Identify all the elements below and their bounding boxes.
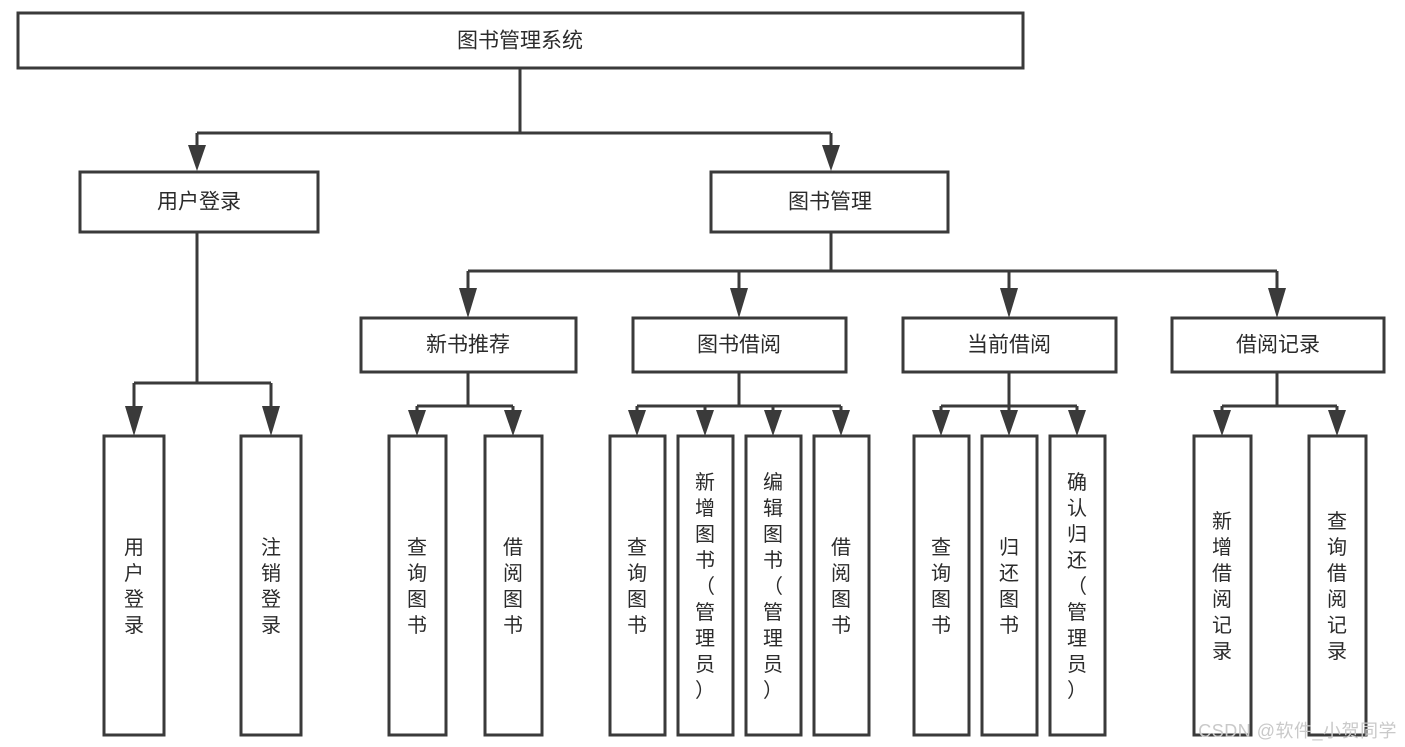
node-user-login-box[interactable] <box>78 170 320 234</box>
arrow-to-leaf-user-login <box>125 406 143 436</box>
node-leaf-query-book-2[interactable]: 查询图书 <box>608 434 667 737</box>
node-leaf-query-book-3[interactable]: 查询图书 <box>912 434 971 737</box>
node-leaf-query-book-2-box[interactable] <box>608 434 667 737</box>
arrow-to-book-manage <box>822 145 840 171</box>
node-leaf-borrow-book-1[interactable]: 借阅图书 <box>483 434 544 737</box>
node-root[interactable]: 图书管理系统 <box>16 11 1025 70</box>
node-book-borrow[interactable]: 图书借阅 <box>631 316 848 374</box>
node-leaf-confirm-return-label: 确认归还（管理员） <box>1067 471 1087 702</box>
node-leaf-edit-book-label: 编辑图书（管理员） <box>763 471 783 702</box>
node-leaf-add-record[interactable]: 新增借阅记录 <box>1192 434 1253 737</box>
node-leaf-query-record-label: 查询借阅记录 <box>1327 510 1347 663</box>
node-book-borrow-label: 图书借阅 <box>697 334 781 357</box>
node-leaf-borrow-book-1-box[interactable] <box>483 434 544 737</box>
arrow-to-leaf-query-book-3 <box>932 410 950 436</box>
node-book-borrow-box[interactable] <box>631 316 848 374</box>
node-user-login[interactable]: 用户登录 <box>78 170 320 234</box>
node-leaf-user-logout[interactable]: 注销登录 <box>239 434 303 737</box>
node-leaf-return-book-label: 归还图书 <box>999 536 1019 637</box>
node-book-manage-box[interactable] <box>709 170 950 234</box>
node-leaf-add-record-box[interactable] <box>1192 434 1253 737</box>
node-leaf-confirm-return-box[interactable] <box>1048 434 1107 737</box>
node-current-borrow-box[interactable] <box>901 316 1118 374</box>
node-book-manage[interactable]: 图书管理 <box>709 170 950 234</box>
arrow-to-leaf-edit-book <box>764 410 782 436</box>
node-leaf-user-logout-label: 注销登录 <box>261 536 281 637</box>
node-leaf-query-book-3-label: 查询图书 <box>931 536 951 637</box>
node-new-book-recommend[interactable]: 新书推荐 <box>359 316 578 374</box>
node-leaf-borrow-book-2-box[interactable] <box>812 434 871 737</box>
arrow-to-leaf-add-book <box>696 410 714 436</box>
node-leaf-edit-book-box[interactable] <box>744 434 803 737</box>
node-book-manage-label: 图书管理 <box>788 191 872 214</box>
node-leaf-add-book-box[interactable] <box>676 434 735 737</box>
node-leaf-add-book-label: 新增图书（管理员） <box>695 471 715 702</box>
node-leaf-query-record[interactable]: 查询借阅记录 <box>1307 434 1368 737</box>
node-leaf-user-login[interactable]: 用户登录 <box>102 434 166 737</box>
connector-layer <box>125 68 1346 436</box>
node-leaf-query-book-1-box[interactable] <box>387 434 448 737</box>
node-borrow-record-label: 借阅记录 <box>1236 334 1320 357</box>
arrow-to-leaf-return-book <box>1000 410 1018 436</box>
node-leaf-user-logout-box[interactable] <box>239 434 303 737</box>
node-leaf-borrow-book-2[interactable]: 借阅图书 <box>812 434 871 737</box>
arrow-to-leaf-confirm-return <box>1068 410 1086 436</box>
node-current-borrow-label: 当前借阅 <box>967 334 1051 357</box>
node-leaf-add-book[interactable]: 新增图书（管理员） <box>676 434 735 737</box>
arrow-to-leaf-query-book-1 <box>408 410 426 436</box>
node-new-book-recommend-box[interactable] <box>359 316 578 374</box>
node-leaf-borrow-book-2-label: 借阅图书 <box>831 536 851 637</box>
node-leaf-borrow-book-1-label: 借阅图书 <box>503 536 523 637</box>
node-leaf-query-book-1-label: 查询图书 <box>407 536 427 637</box>
arrow-to-leaf-borrow-book-1 <box>504 410 522 436</box>
arrow-to-leaf-query-record <box>1328 410 1346 436</box>
arrow-to-leaf-borrow-book-2 <box>832 410 850 436</box>
node-leaf-query-book-3-box[interactable] <box>912 434 971 737</box>
node-leaf-user-login-box[interactable] <box>102 434 166 737</box>
arrow-to-current-borrow <box>1000 288 1018 318</box>
node-leaf-return-book-box[interactable] <box>980 434 1039 737</box>
arrow-to-borrow-record <box>1268 288 1286 318</box>
node-root-label: 图书管理系统 <box>457 30 583 53</box>
arrow-to-leaf-add-record <box>1213 410 1231 436</box>
node-borrow-record[interactable]: 借阅记录 <box>1170 316 1386 374</box>
node-current-borrow[interactable]: 当前借阅 <box>901 316 1118 374</box>
node-leaf-query-book-2-label: 查询图书 <box>627 536 647 637</box>
node-leaf-user-login-label: 用户登录 <box>124 537 144 637</box>
node-root-box[interactable] <box>16 11 1025 70</box>
node-leaf-add-record-label: 新增借阅记录 <box>1212 510 1232 663</box>
node-new-book-recommend-label: 新书推荐 <box>426 334 510 357</box>
node-leaf-return-book[interactable]: 归还图书 <box>980 434 1039 737</box>
node-leaf-edit-book[interactable]: 编辑图书（管理员） <box>744 434 803 737</box>
arrow-to-leaf-user-logout <box>262 406 280 436</box>
node-borrow-record-box[interactable] <box>1170 316 1386 374</box>
arrow-to-user-login <box>188 145 206 171</box>
node-leaf-confirm-return[interactable]: 确认归还（管理员） <box>1048 434 1107 737</box>
arrow-to-book-borrow <box>730 288 748 318</box>
node-user-login-label: 用户登录 <box>157 191 241 214</box>
arrow-to-leaf-query-book-2 <box>628 410 646 436</box>
arrow-to-new-book-recommend <box>459 288 477 318</box>
node-leaf-query-book-1[interactable]: 查询图书 <box>387 434 448 737</box>
node-leaf-query-record-box[interactable] <box>1307 434 1368 737</box>
